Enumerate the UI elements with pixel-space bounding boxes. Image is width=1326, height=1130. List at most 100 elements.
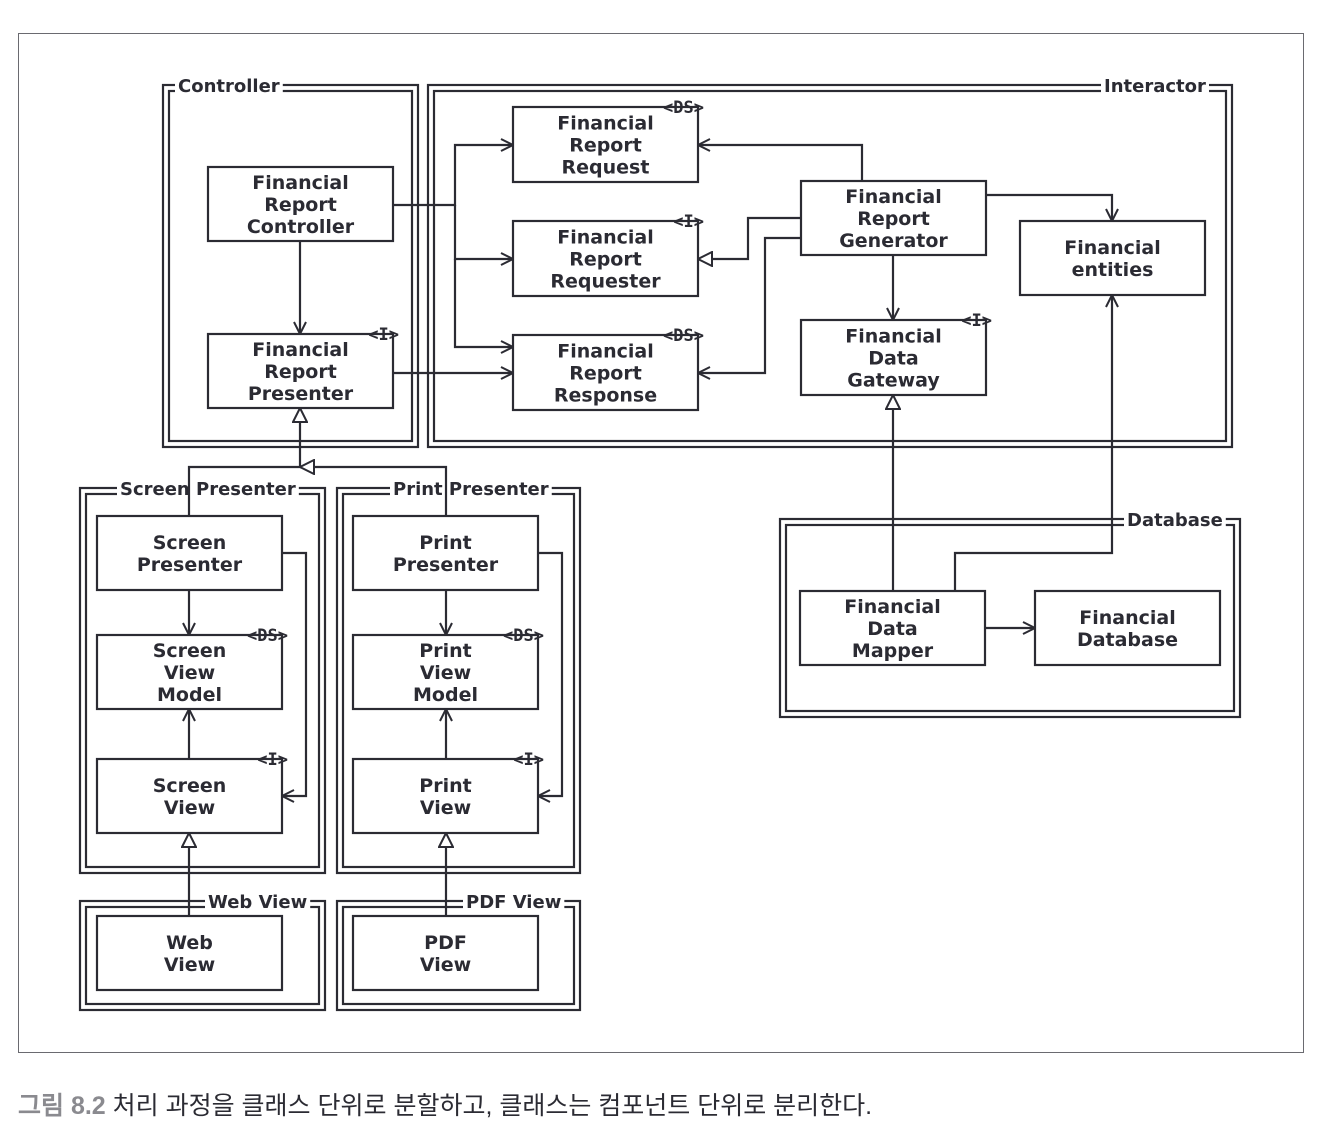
class-name-line: Screen [153,640,227,662]
class-name-line: Report [569,135,642,157]
class-name-line: Screen [153,532,227,554]
class-name-line: Financial [845,326,941,348]
component-database: Database [778,510,1242,719]
component-screen-presenter: Screen Presenter [78,479,327,875]
component-label: Screen Presenter [120,479,296,500]
component-label: Print Presenter [393,479,549,500]
caption-text: 처리 과정을 클래스 단위로 분할하고, 클래스는 컴포넌트 단위로 분리한다. [112,1092,873,1120]
stereotype-backdrop [0,627,2,643]
component-web-view: Web View [78,892,327,1012]
class-name-line: Generator [839,230,948,252]
class-name-line: Presenter [393,554,499,576]
label-backdrop [175,77,283,93]
class-name-line: Financial [252,172,348,194]
stereotype-backdrop [0,751,2,767]
class-name-line: Report [569,363,642,385]
stereotype-label: <I> [673,212,704,232]
component-label: Controller [178,76,280,97]
class-name-line: Gateway [847,370,940,392]
dependency-edge-fr-controller-to-fr-requester [453,205,513,259]
class-name-line: Print [419,640,471,662]
class-name-line: Financial [844,596,940,618]
class-name-line: Controller [247,216,355,238]
stereotype-label: <I> [257,750,288,770]
stereotype-label: <I> [368,325,399,345]
class-name-line: Database [1077,629,1178,651]
class-name-line: Screen [153,775,227,797]
class-name-line: View [420,662,471,684]
class-name-line: Report [569,249,642,271]
label-backdrop [117,480,299,496]
class-name-line: Financial [845,186,941,208]
class-name-line: PDF [424,932,467,954]
dependency-edge-fr-controller-to-fr-response [453,259,513,347]
dependency-edge-fin-mapper-to-fin-entities [953,295,1112,591]
component-print-presenter: Print Presenter [335,479,582,875]
stereotype-label: <I> [961,311,992,331]
class-name-line: Financial [1064,237,1160,259]
stereotype-label: <DS> [663,98,704,118]
label-backdrop [463,893,565,909]
stereotype-backdrop [0,327,2,343]
component-label: PDF View [466,892,561,913]
stereotype-label: <I> [513,750,544,770]
caption-number: 그림 8.2 [18,1092,106,1120]
component-interactor: Interactor [426,76,1234,449]
realization-edge-fr-generator-to-fr-requester [698,216,801,259]
stereotype-label: <DS> [247,626,288,646]
stereotype-label: <DS> [503,626,544,646]
class-name-line: entities [1072,259,1154,281]
class-name-line: Financial [557,227,653,249]
label-backdrop [390,480,552,496]
component-label: Interactor [1104,76,1206,97]
class-name-line: Web [166,932,213,954]
class-name-line: View [420,797,471,819]
component-label: Web View [208,892,307,913]
realization-edge-screen-presenter-cls-to-fr-presenter [187,408,300,516]
class-name-line: Report [857,208,930,230]
class-name-line: Model [157,684,222,706]
class-name-line: Financial [557,341,653,363]
dependency-edge-fr-generator-to-fr-response [698,236,801,373]
class-name-line: Data [867,618,918,640]
class-name-line: Presenter [248,383,354,405]
figure-frame [18,33,1304,1053]
stereotype-label: <DS> [663,326,704,346]
dependency-edge-fr-generator-to-fr-request [698,145,864,181]
class-name-line: View [164,662,215,684]
component-label: Database [1127,510,1223,531]
class-name-line: Mapper [852,640,934,662]
dependency-edge-fr-generator-to-fin-entities [986,193,1112,221]
label-backdrop [1101,77,1209,93]
class-name-line: Financial [252,339,348,361]
class-name-line: Presenter [137,554,243,576]
class-name-line: Financial [557,113,653,135]
dependency-edge-fr-controller-to-fr-request [393,145,513,207]
dependency-edge-screen-presenter-cls-to-screen-view [282,551,308,796]
class-name-line: Print [419,532,471,554]
stereotype-backdrop [0,312,2,328]
class-name-line: Financial [1079,607,1175,629]
class-name-line: Data [868,348,919,370]
class-name-line: View [164,954,215,976]
label-backdrop [205,893,311,909]
component-pdf-view: PDF View [335,892,582,1012]
